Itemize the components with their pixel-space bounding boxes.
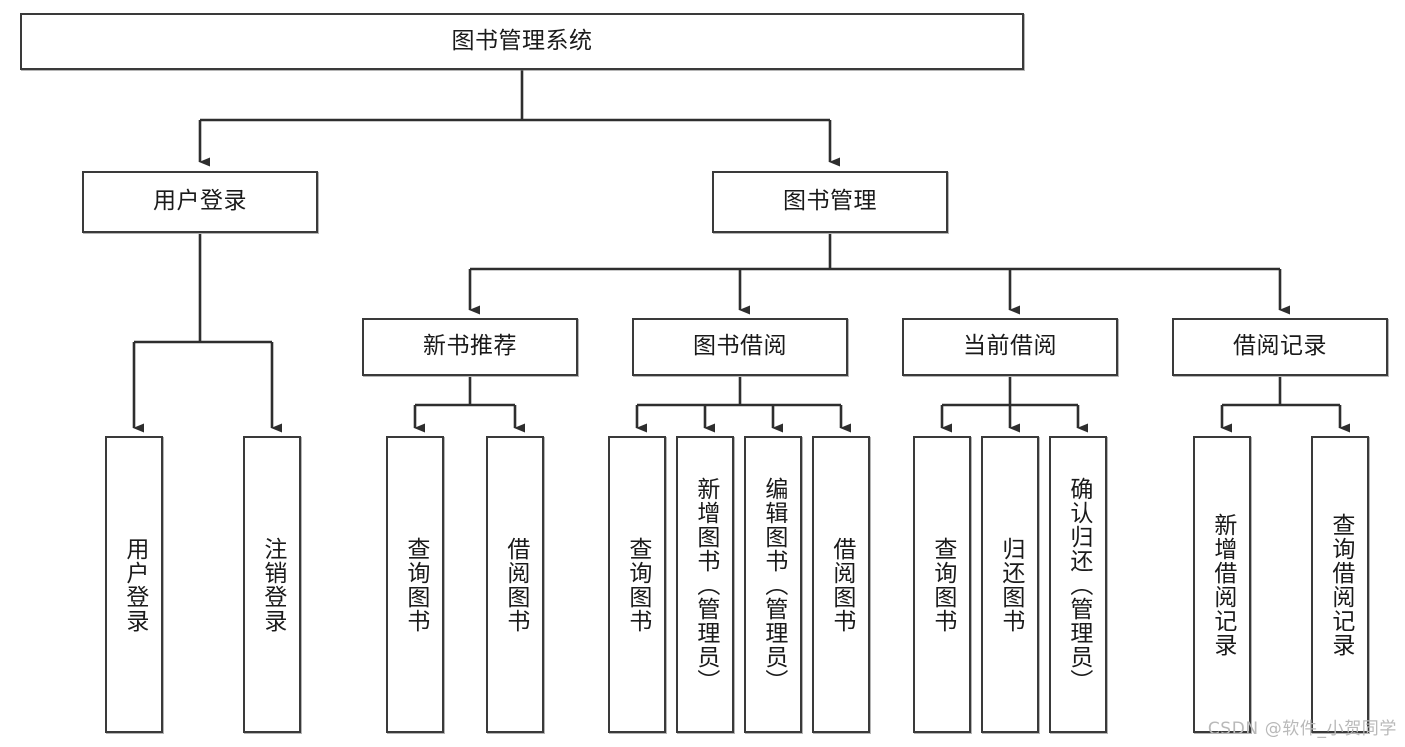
leaf-record-add-record[interactable]: 新增借阅记录 xyxy=(1193,436,1251,733)
node-borrow-record-label: 借阅记录 xyxy=(1233,333,1327,360)
leaf-recommend-borrow-book[interactable]: 借阅图书 xyxy=(486,436,544,733)
leaf-user-login-signin-label: 用户登录 xyxy=(121,536,148,633)
node-user-login[interactable]: 用户登录 xyxy=(82,171,318,233)
node-new-book-recommend-label: 新书推荐 xyxy=(423,333,517,360)
node-book-management[interactable]: 图书管理 xyxy=(712,171,948,233)
leaf-borrow-borrow-book-label: 借阅图书 xyxy=(828,536,855,633)
node-root-label: 图书管理系统 xyxy=(451,27,593,54)
leaf-recommend-query-book[interactable]: 查询图书 xyxy=(386,436,444,733)
leaf-user-login-signin[interactable]: 用户登录 xyxy=(105,436,163,733)
leaf-borrow-edit-book-label: 编辑图书（管理员） xyxy=(760,476,787,693)
leaf-borrow-query-book[interactable]: 查询图书 xyxy=(608,436,666,733)
node-root[interactable]: 图书管理系统 xyxy=(20,13,1024,70)
node-book-management-label: 图书管理 xyxy=(783,188,877,215)
leaf-borrow-add-book-label: 新增图书（管理员） xyxy=(692,476,719,693)
leaf-record-query-record-label: 查询借阅记录 xyxy=(1327,512,1354,657)
leaf-borrow-borrow-book[interactable]: 借阅图书 xyxy=(812,436,870,733)
node-book-borrow-label: 图书借阅 xyxy=(693,333,787,360)
leaf-current-confirm-return-label: 确认归还（管理员） xyxy=(1065,476,1092,693)
leaf-user-login-signout-label: 注销登录 xyxy=(259,536,286,633)
node-user-login-label: 用户登录 xyxy=(153,188,247,215)
watermark: CSDN @软件_小贺同学 xyxy=(1207,719,1397,739)
node-new-book-recommend[interactable]: 新书推荐 xyxy=(362,318,578,376)
leaf-recommend-query-book-label: 查询图书 xyxy=(402,536,429,633)
node-book-borrow[interactable]: 图书借阅 xyxy=(632,318,848,376)
node-borrow-record[interactable]: 借阅记录 xyxy=(1172,318,1388,376)
leaf-recommend-borrow-book-label: 借阅图书 xyxy=(502,536,529,633)
leaf-current-query-book[interactable]: 查询图书 xyxy=(913,436,971,733)
leaf-record-add-record-label: 新增借阅记录 xyxy=(1209,512,1236,657)
node-current-borrow[interactable]: 当前借阅 xyxy=(902,318,1118,376)
leaf-record-query-record[interactable]: 查询借阅记录 xyxy=(1311,436,1369,733)
leaf-borrow-add-book[interactable]: 新增图书（管理员） xyxy=(676,436,734,733)
leaf-user-login-signout[interactable]: 注销登录 xyxy=(243,436,301,733)
leaf-current-query-book-label: 查询图书 xyxy=(929,536,956,633)
leaf-borrow-query-book-label: 查询图书 xyxy=(624,536,651,633)
leaf-current-confirm-return[interactable]: 确认归还（管理员） xyxy=(1049,436,1107,733)
leaf-current-return-book[interactable]: 归还图书 xyxy=(981,436,1039,733)
leaf-borrow-edit-book[interactable]: 编辑图书（管理员） xyxy=(744,436,802,733)
node-current-borrow-label: 当前借阅 xyxy=(963,333,1057,360)
leaf-current-return-book-label: 归还图书 xyxy=(997,536,1024,633)
